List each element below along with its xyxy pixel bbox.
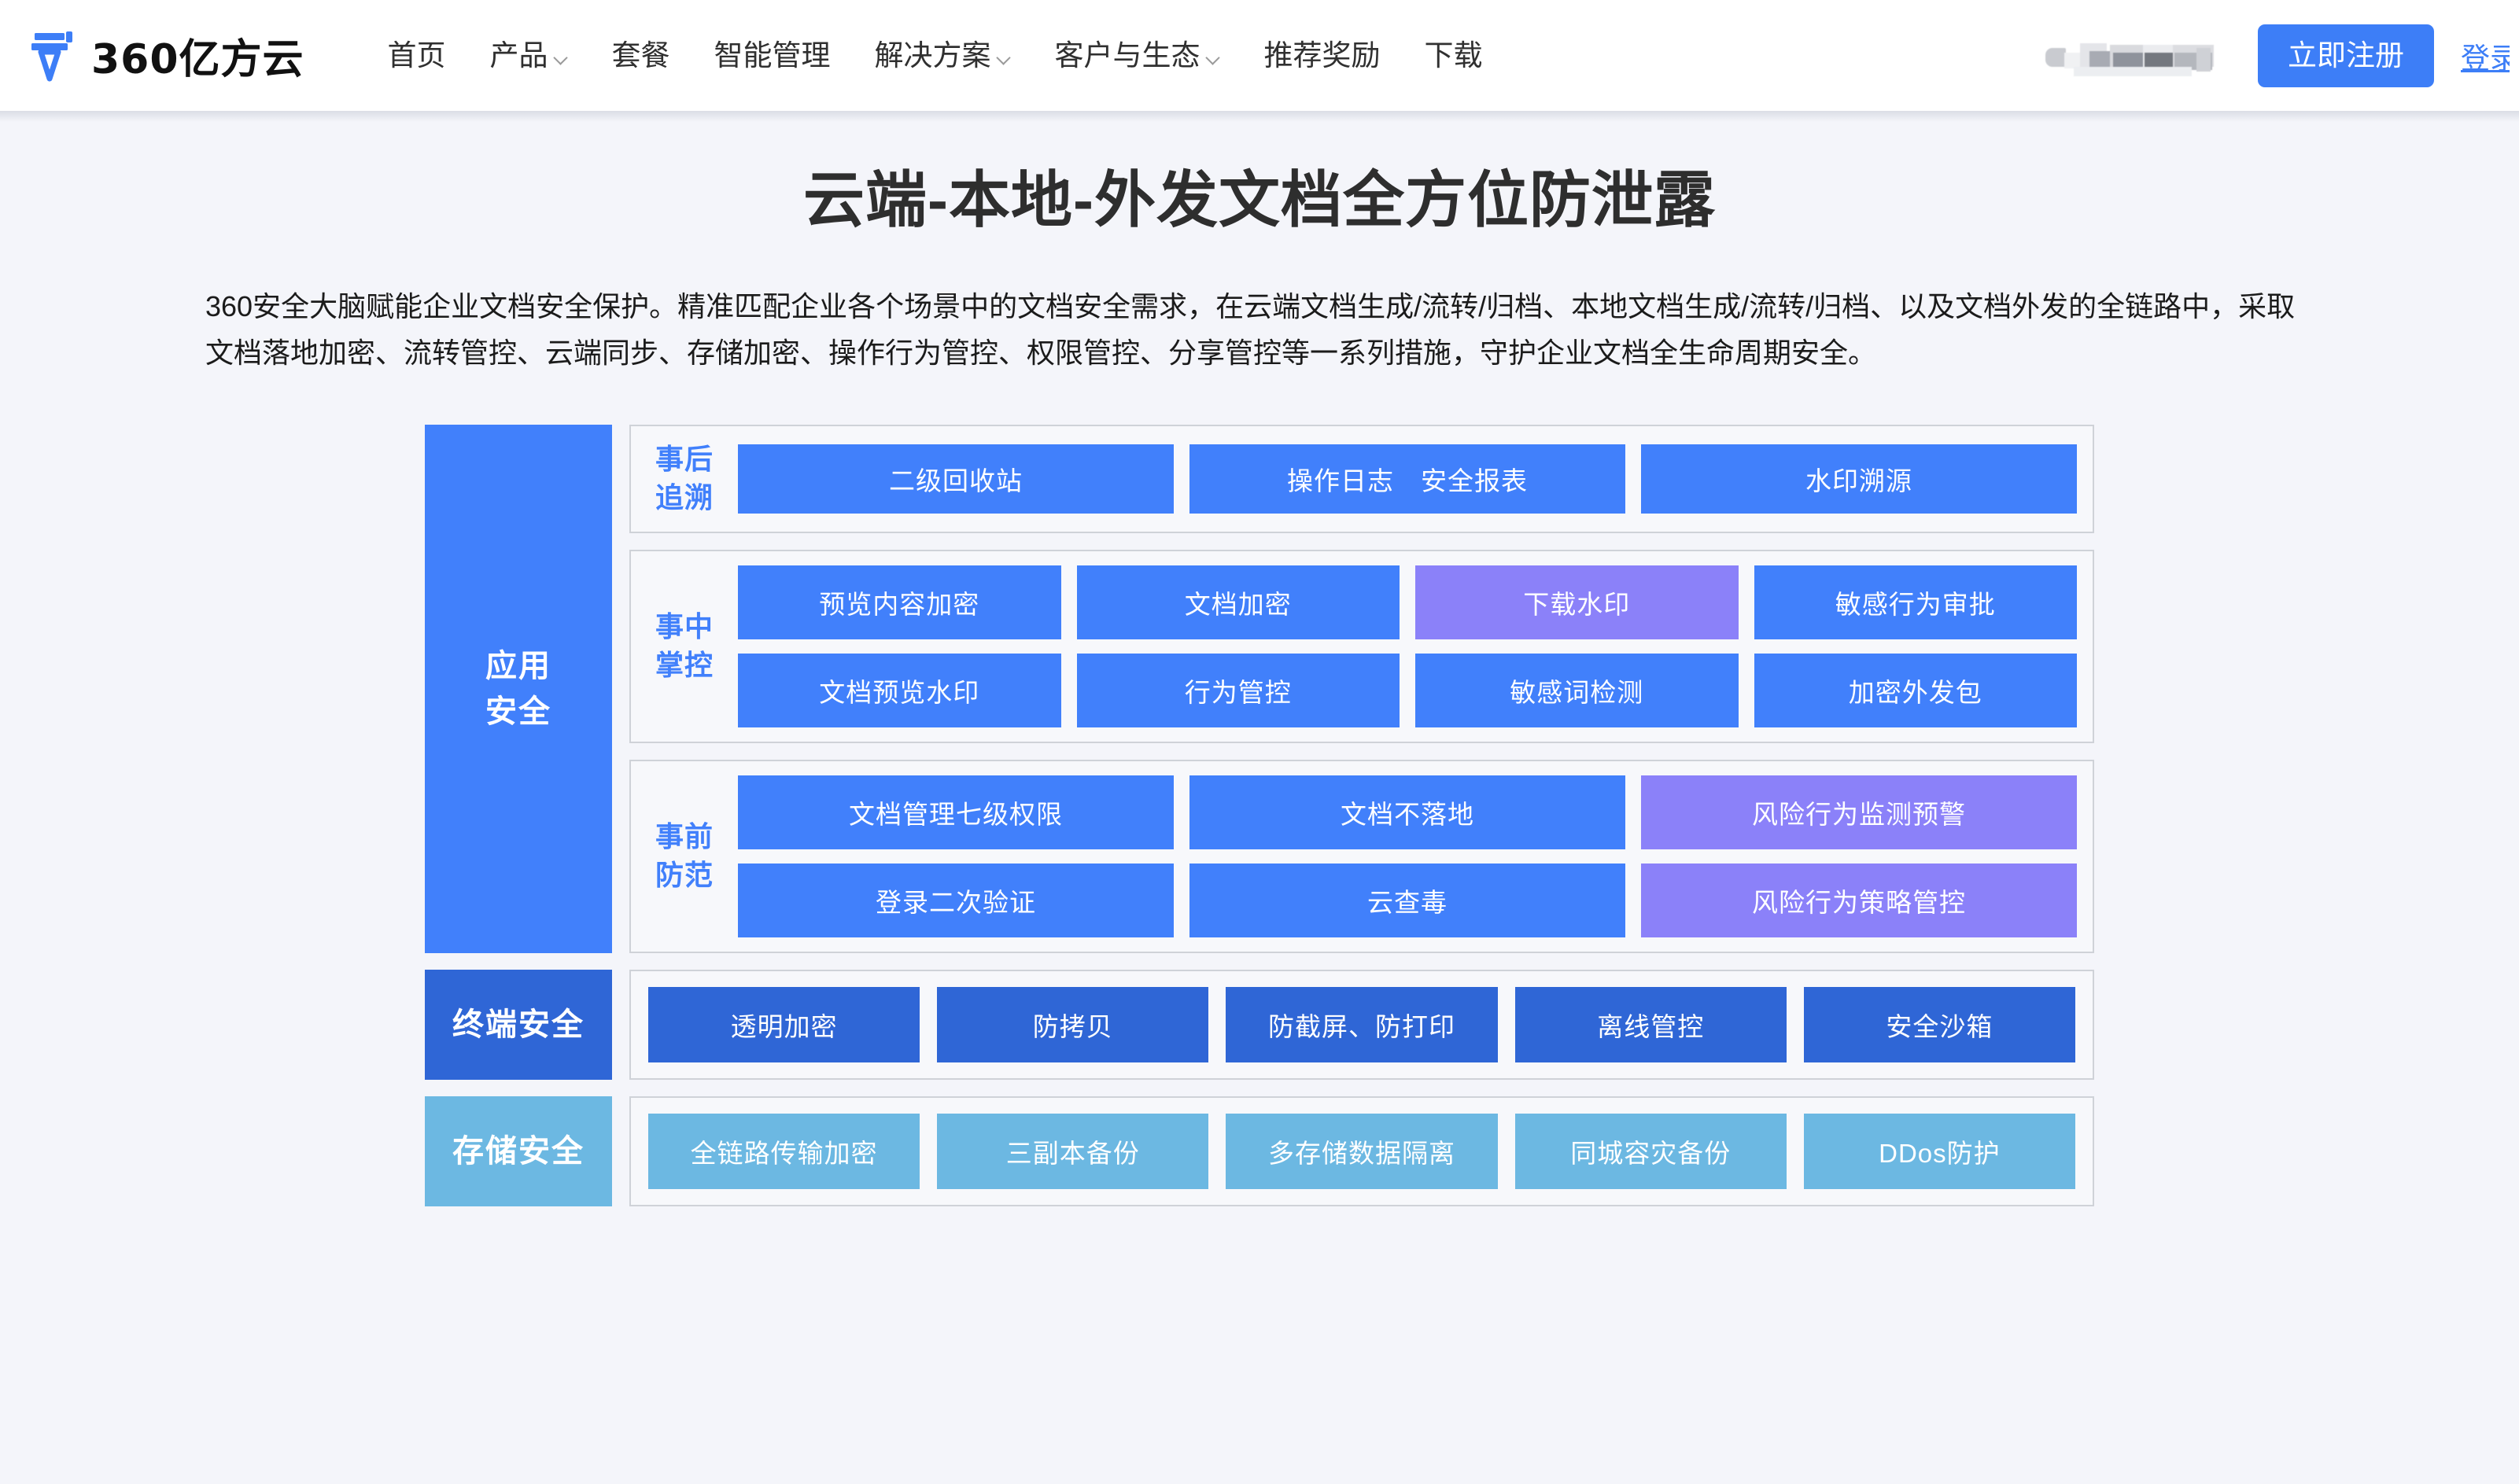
phase-label-line: 防范	[655, 858, 714, 891]
feature-tile[interactable]: 安全沙箱	[1803, 986, 2076, 1062]
register-button[interactable]: 立即注册	[2258, 24, 2434, 87]
phase-pre-incident-prevention: 事前 防范 文档管理七级权限 文档不落地 风险行为监测预警 登录二次验证 云查毒…	[629, 759, 2094, 953]
nav-item-home[interactable]: 首页	[366, 0, 468, 111]
security-architecture-diagram: 应用 安全 事后 追溯 二级回收站 操作日志 安全报表 水印溯源	[425, 425, 2094, 1206]
nav-item-solutions[interactable]: 解决方案	[853, 0, 1033, 111]
feature-tile[interactable]: 透明加密	[648, 986, 920, 1062]
layer-terminal-security: 终端安全 透明加密 防拷贝 防截屏、防打印 离线管控 安全沙箱	[425, 969, 2094, 1080]
chevron-down-icon	[555, 53, 568, 65]
feature-tile[interactable]: 操作日志 安全报表	[1189, 444, 1625, 514]
feature-tile[interactable]: 离线管控	[1514, 986, 1787, 1062]
nav-item-label: 推荐奖励	[1263, 39, 1381, 72]
phase-post-incident-traceability: 事后 追溯 二级回收站 操作日志 安全报表 水印溯源	[629, 425, 2094, 533]
terminal-security-tiles: 透明加密 防拷贝 防截屏、防打印 离线管控 安全沙箱	[629, 969, 2094, 1080]
phase-label: 事后 追溯	[647, 440, 722, 517]
feature-tile[interactable]: 同城容灾备份	[1514, 1113, 1787, 1189]
phase-label: 事前 防范	[647, 818, 722, 894]
feature-tile[interactable]: 加密外发包	[1754, 653, 2077, 727]
hero-section: 云端-本地-外发文档全方位防泄露 360安全大脑赋能企业文档安全保护。精准匹配企…	[0, 111, 2519, 376]
chevron-down-icon	[998, 53, 1011, 65]
header-actions: 立即注册 登录	[2042, 24, 2519, 87]
phase-tile-row: 登录二次验证 云查毒 风险行为策略管控	[738, 863, 2077, 937]
feature-tile[interactable]: 全链路传输加密	[648, 1113, 920, 1189]
phase-label-line: 事中	[655, 609, 714, 643]
feature-tile[interactable]: 风险行为策略管控	[1641, 863, 2077, 937]
main-navigation: 首页 产品 套餐 智能管理 解决方案 客户与生态 推荐奖励 下载	[366, 0, 1505, 111]
feature-tile[interactable]: 敏感行为审批	[1754, 565, 2077, 639]
feature-tile[interactable]: 水印溯源	[1641, 444, 2077, 514]
site-header: 360亿方云 首页 产品 套餐 智能管理 解决方案 客户与生态 推荐奖励 下载	[0, 0, 2519, 111]
nav-item-download[interactable]: 下载	[1403, 0, 1505, 111]
layer-label-terminal-security: 终端安全	[425, 969, 612, 1080]
layer-label-application-security: 应用 安全	[425, 425, 612, 953]
phase-tile-grid: 二级回收站 操作日志 安全报表 水印溯源	[738, 444, 2077, 514]
brand-logo[interactable]: 360亿方云	[31, 26, 304, 85]
feature-tile[interactable]: 文档管理七级权限	[738, 775, 1174, 849]
page-title: 云端-本地-外发文档全方位防泄露	[803, 165, 1716, 234]
login-link[interactable]: 登录	[2461, 42, 2510, 75]
feature-tile[interactable]: 二级回收站	[738, 444, 1174, 514]
feature-tile[interactable]: 敏感词检测	[1415, 653, 1739, 727]
feature-tile[interactable]: 防拷贝	[937, 986, 1209, 1062]
feature-tile[interactable]: 风险行为监测预警	[1641, 775, 2077, 849]
nav-item-label: 客户与生态	[1054, 39, 1200, 72]
nav-item-label: 产品	[489, 39, 548, 72]
nav-item-products[interactable]: 产品	[468, 0, 590, 111]
phase-tile-row: 预览内容加密 文档加密 下载水印 敏感行为审批	[738, 565, 2077, 639]
nav-item-label: 解决方案	[874, 39, 991, 72]
layer-application-security: 应用 安全 事后 追溯 二级回收站 操作日志 安全报表 水印溯源	[425, 425, 2094, 953]
yifangyun-pen-logo-icon	[31, 31, 72, 81]
feature-tile[interactable]: 文档加密	[1076, 565, 1400, 639]
phase-tile-grid: 预览内容加密 文档加密 下载水印 敏感行为审批 文档预览水印 行为管控 敏感词检…	[738, 565, 2077, 727]
feature-tile[interactable]: 行为管控	[1076, 653, 1400, 727]
feature-tile[interactable]: DDos防护	[1803, 1113, 2076, 1189]
page-description: 360安全大脑赋能企业文档安全保护。精准匹配企业各个场景中的文档安全需求，在云端…	[205, 289, 2296, 369]
phase-label-line: 事后	[655, 443, 714, 476]
account-name-redacted[interactable]	[2042, 35, 2231, 76]
feature-tile[interactable]: 防截屏、防打印	[1226, 986, 1498, 1062]
feature-tile[interactable]: 预览内容加密	[738, 565, 1061, 639]
nav-item-label: 下载	[1424, 39, 1483, 72]
phase-in-progress-control: 事中 掌控 预览内容加密 文档加密 下载水印 敏感行为审批 文档预览水印 行为管…	[629, 549, 2094, 743]
layer-label-storage-security: 存储安全	[425, 1096, 612, 1206]
phase-label-line: 追溯	[655, 481, 714, 514]
header-shadow	[0, 111, 2519, 122]
layer-body-application-security: 事后 追溯 二级回收站 操作日志 安全报表 水印溯源 事中 掌控	[629, 425, 2094, 953]
nav-item-referral-rewards[interactable]: 推荐奖励	[1242, 0, 1403, 111]
phase-label: 事中 掌控	[647, 608, 722, 684]
nav-item-customers-ecosystem[interactable]: 客户与生态	[1033, 0, 1242, 111]
phase-tile-grid: 文档管理七级权限 文档不落地 风险行为监测预警 登录二次验证 云查毒 风险行为策…	[738, 775, 2077, 937]
phase-tile-row: 文档预览水印 行为管控 敏感词检测 加密外发包	[738, 653, 2077, 727]
feature-tile[interactable]: 三副本备份	[937, 1113, 1209, 1189]
feature-tile[interactable]: 文档不落地	[1189, 775, 1625, 849]
feature-tile[interactable]: 多存储数据隔离	[1226, 1113, 1498, 1189]
chevron-down-icon	[1208, 53, 1220, 65]
phase-label-line: 事前	[655, 819, 714, 852]
phase-tile-row: 二级回收站 操作日志 安全报表 水印溯源	[738, 444, 2077, 514]
feature-tile[interactable]: 登录二次验证	[738, 863, 1174, 937]
feature-tile[interactable]: 下载水印	[1415, 565, 1739, 639]
storage-security-tiles: 全链路传输加密 三副本备份 多存储数据隔离 同城容灾备份 DDos防护	[629, 1096, 2094, 1206]
nav-item-label: 智能管理	[714, 39, 831, 72]
nav-item-packages[interactable]: 套餐	[590, 0, 692, 111]
nav-item-label: 首页	[387, 39, 446, 72]
brand-name: 360亿方云	[91, 36, 304, 83]
layer-label-line: 安全	[485, 694, 551, 729]
phase-label-line: 掌控	[655, 648, 714, 681]
feature-tile[interactable]: 文档预览水印	[738, 653, 1061, 727]
nav-item-label: 套餐	[611, 39, 670, 72]
phase-tile-row: 文档管理七级权限 文档不落地 风险行为监测预警	[738, 775, 2077, 849]
nav-item-smart-management[interactable]: 智能管理	[692, 0, 853, 111]
layer-storage-security: 存储安全 全链路传输加密 三副本备份 多存储数据隔离 同城容灾备份 DDos防护	[425, 1096, 2094, 1206]
layer-label-line: 应用	[485, 648, 551, 683]
feature-tile[interactable]: 云查毒	[1189, 863, 1625, 937]
